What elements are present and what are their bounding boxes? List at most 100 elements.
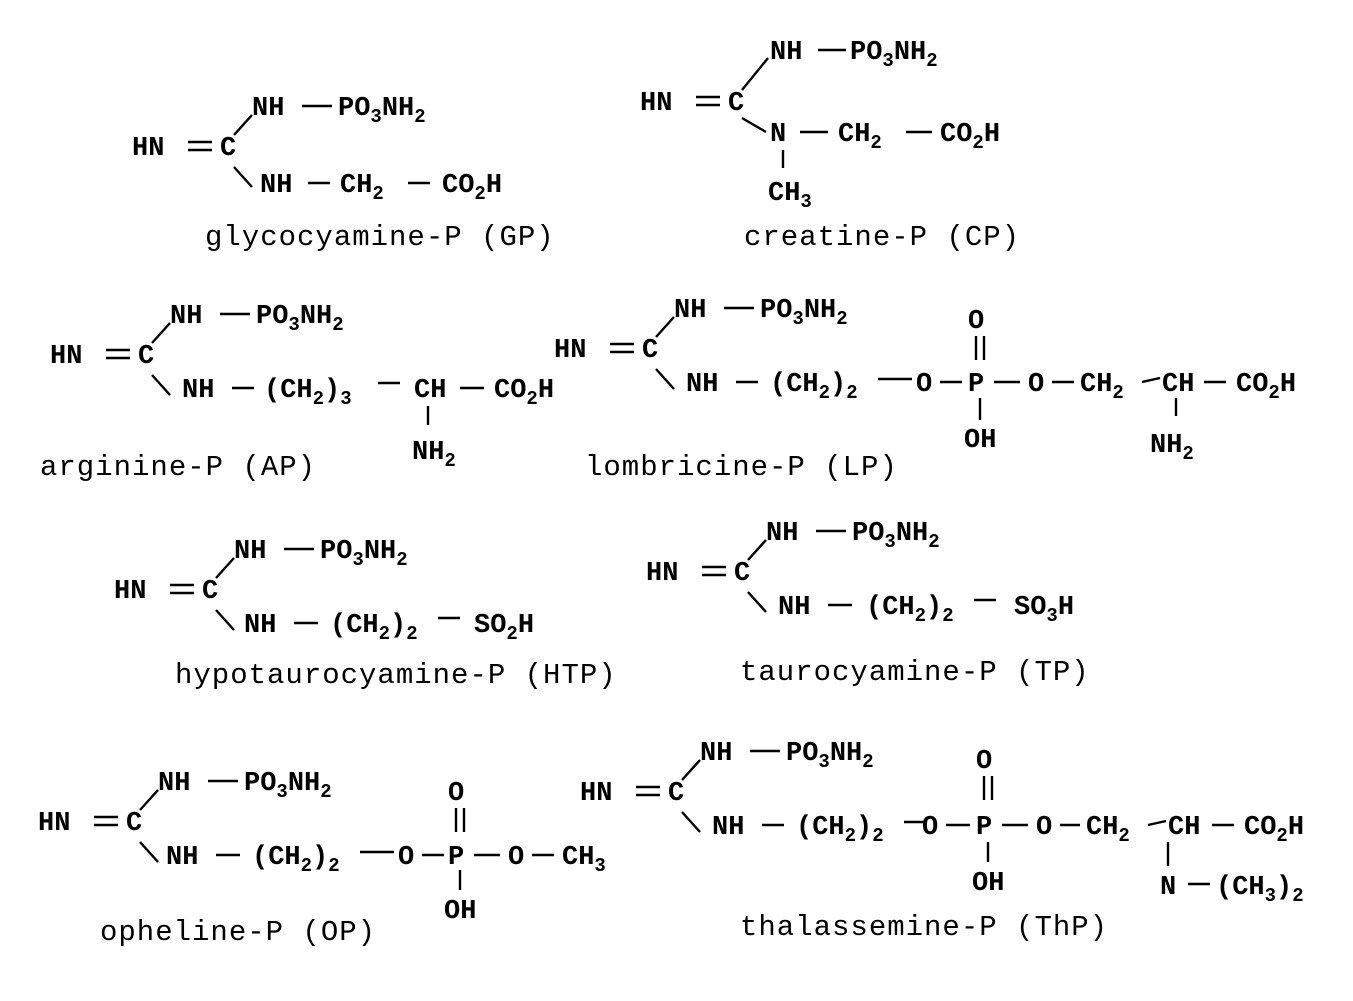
hn-group: HN [580,779,612,809]
hydroxyl-oh: OH [444,897,476,927]
phosphorus-p: P [968,370,984,400]
bond-line [1141,376,1161,384]
central-carbon-c: C [126,809,142,839]
nh-group-lower: NH [778,593,810,623]
nh-group-upper: NH [252,94,284,124]
central-carbon-c: C [668,779,684,809]
phosphoryl-oxygen: O [976,747,992,777]
ch2-chain-group: (CH2)2 [252,843,340,877]
nh-group-upper: NH [766,519,798,549]
nh-group-upper: NH [170,302,202,332]
compound-caption-htp: hypotaurocyamine-P (HTP) [175,659,617,692]
po3nh2-group: PO3NH2 [760,296,848,330]
ch2-chain-group: (CH2)2 [796,813,884,847]
nh-group-lower: NH [166,843,198,873]
po3nh2-group: PO3NH2 [320,537,408,571]
ester-oxygen: O [922,813,938,843]
bond-line [139,789,159,811]
po3nh2-group: PO3NH2 [338,94,426,128]
central-carbon-c: C [138,342,154,372]
bond-line [655,368,675,390]
phosphorus-p: P [448,843,464,873]
nh-group-upper: NH [234,537,266,567]
so2h-group: SO2H [474,611,534,645]
compound-caption-ap: arginine-P (AP) [40,451,316,484]
compound-caption-cp: creatine-P (CP) [744,221,1020,254]
po3nh2-group: PO3NH2 [850,38,938,72]
ch-group: CH [414,376,446,406]
bond-line [741,116,767,134]
dimethyl-group: (CH3)2 [1216,873,1304,907]
nh-group-lower: NH [686,370,718,400]
phosphoryl-oxygen: O [448,779,464,809]
central-carbon-c: C [728,89,744,119]
co2h-group: CO2H [494,376,554,410]
nh-group-lower: NH [260,171,292,201]
hn-group: HN [114,577,146,607]
ch3-group: CH3 [768,179,812,213]
hn-group: HN [554,336,586,366]
dimethylamino-n: N [1160,873,1176,903]
n-methyl-nitrogen: N [770,120,786,150]
co2h-group: CO2H [940,120,1000,154]
ester-oxygen: O [916,370,932,400]
bond-line [215,557,235,579]
ester-oxygen: O [508,843,524,873]
nh-group-upper: NH [770,38,802,68]
central-carbon-c: C [734,559,750,589]
hn-group: HN [50,342,82,372]
compound-caption-thp: thalassemine-P (ThP) [740,911,1108,944]
central-carbon-c: C [642,336,658,366]
ch2-group: CH2 [340,171,384,205]
co2h-group: CO2H [442,171,502,205]
nh-group-lower: NH [244,611,276,641]
ch2-chain-group: (CH2)3 [264,376,352,410]
nh-group-lower: NH [712,813,744,843]
hn-group: HN [132,134,164,164]
central-carbon-c: C [202,577,218,607]
phosphoryl-oxygen: O [968,307,984,337]
so3h-group: SO3H [1014,593,1074,627]
po3nh2-group: PO3NH2 [256,302,344,336]
bond-line [681,759,701,781]
ch2-chain-group: (CH2)2 [770,370,858,404]
ester-oxygen: O [1036,813,1052,843]
co2h-group: CO2H [1244,813,1304,847]
bond-line [139,841,159,863]
bond-line [233,166,253,188]
bond-line [681,811,701,833]
po3nh2-group: PO3NH2 [852,519,940,553]
ch2-chain-group: (CH2)2 [866,593,954,627]
bond-line [655,316,675,338]
ch2-group: CH2 [1086,813,1130,847]
hydroxyl-oh: OH [964,426,996,456]
compound-caption-gp: glycocyamine-P (GP) [205,221,555,254]
ester-oxygen: O [1028,370,1044,400]
phosphorus-p: P [976,813,992,843]
po3nh2-group: PO3NH2 [786,739,874,773]
bond-line [1147,819,1167,827]
hn-group: HN [640,89,672,119]
compound-caption-tp: taurocyamine-P (TP) [740,656,1090,689]
ch2-group: CH2 [1080,370,1124,404]
bond-line [151,374,171,396]
central-carbon-c: C [220,134,236,164]
nh-group-upper: NH [158,769,190,799]
nh-group-upper: NH [674,296,706,326]
co2h-group: CO2H [1236,370,1296,404]
nh2-group: NH2 [412,438,456,472]
compound-caption-lp: lombricine-P (LP) [585,451,898,484]
po3nh2-group: PO3NH2 [244,769,332,803]
bond-line [215,609,235,631]
compound-caption-op: opheline-P (OP) [100,916,376,949]
nh-group-upper: NH [700,739,732,769]
